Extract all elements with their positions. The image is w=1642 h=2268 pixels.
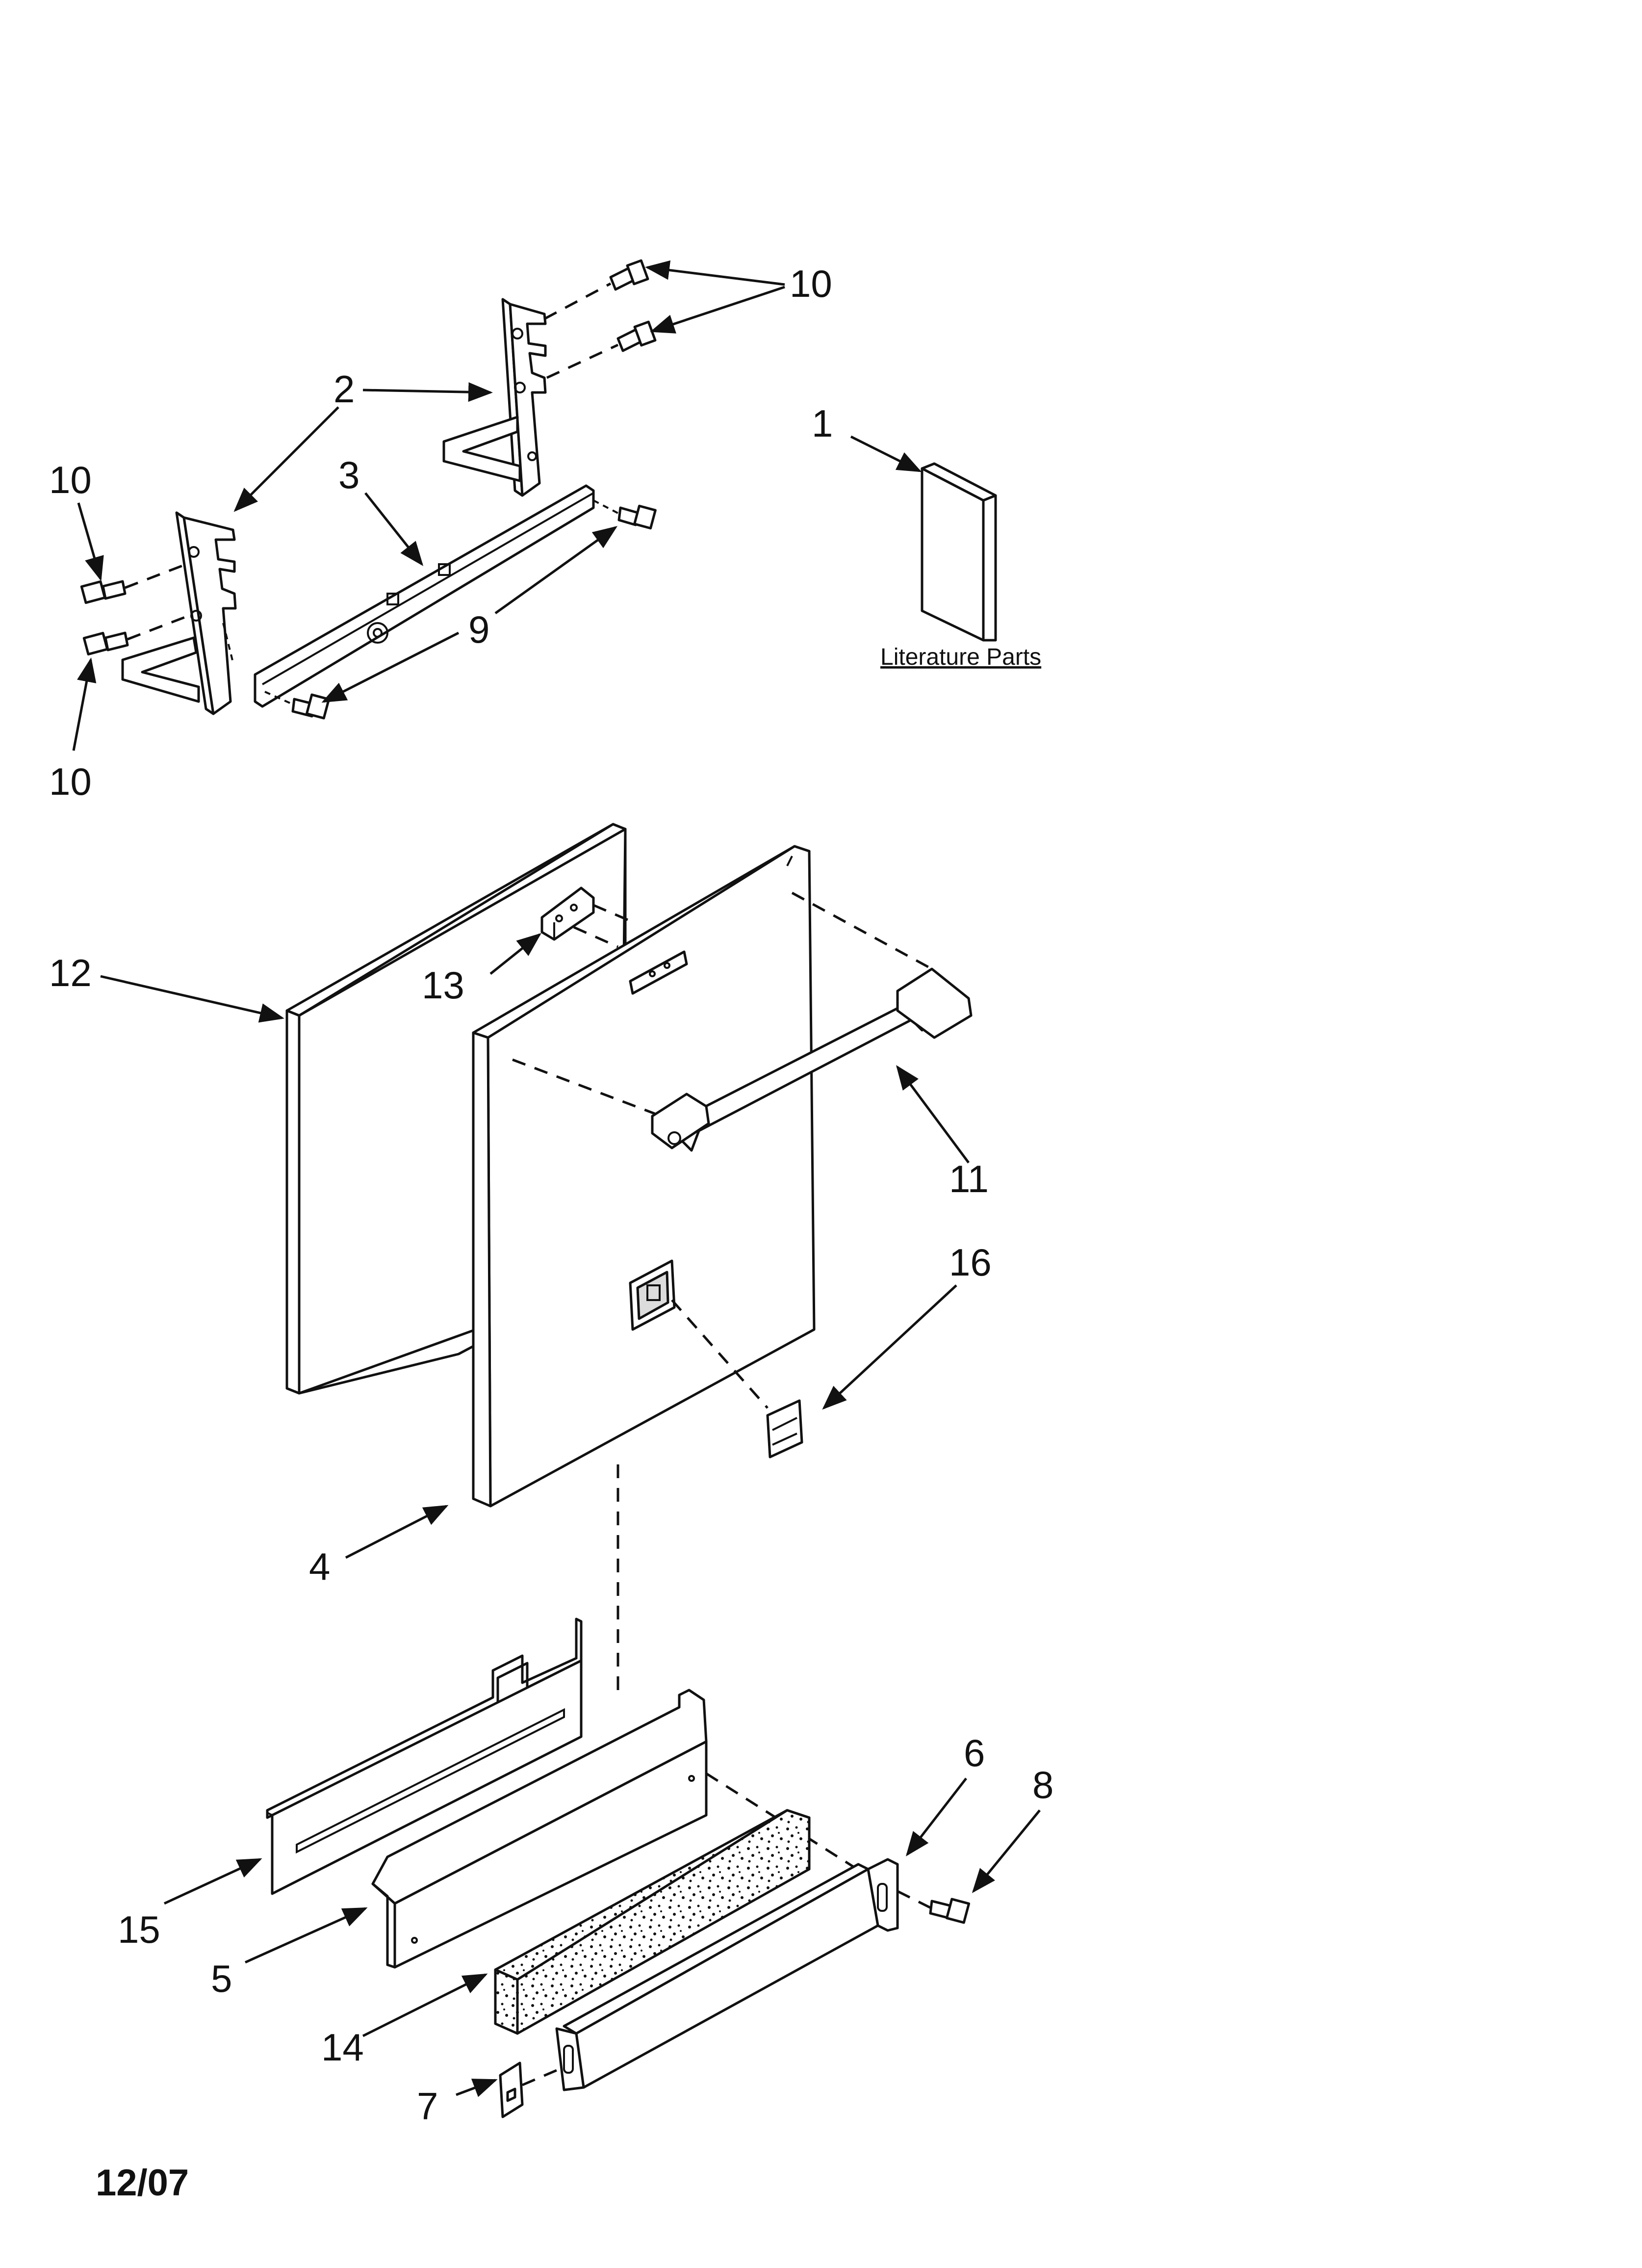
callout-15: 15 bbox=[118, 1908, 160, 1951]
callout-3: 3 bbox=[338, 453, 359, 496]
toe-kick-panel bbox=[555, 1858, 933, 2091]
leader-lines bbox=[72, 260, 1041, 2097]
callout-11: 11 bbox=[949, 1157, 989, 1200]
hinge-bracket-right bbox=[442, 298, 547, 497]
pro-badge bbox=[671, 1299, 803, 1459]
date-code: 12/07 bbox=[96, 2162, 189, 2204]
literature-caption: Literature Parts bbox=[880, 644, 1041, 670]
callout-13: 13 bbox=[422, 964, 464, 1007]
callout-16: 16 bbox=[949, 1241, 992, 1284]
toe-kick-clip bbox=[499, 2061, 557, 2118]
callout-4: 4 bbox=[309, 1545, 330, 1588]
foam-insulation bbox=[494, 1809, 811, 2035]
callout-12: 12 bbox=[49, 951, 92, 994]
callout-7: 7 bbox=[417, 2085, 438, 2128]
inner-panel bbox=[266, 1617, 583, 1895]
callout-9: 9 bbox=[468, 608, 489, 651]
screw-top-lower bbox=[546, 320, 657, 379]
callout-2: 2 bbox=[334, 367, 355, 411]
callout-10-left-lower: 10 bbox=[49, 760, 92, 803]
screw-left-upper bbox=[80, 563, 187, 604]
screw-top-upper bbox=[543, 259, 649, 320]
callout-5: 5 bbox=[211, 1957, 232, 2000]
hinge-bracket-left bbox=[121, 511, 237, 715]
callout-6: 6 bbox=[964, 1731, 985, 1774]
callout-10-left-upper: 10 bbox=[49, 458, 92, 501]
panel-clip bbox=[540, 886, 628, 948]
screw-nine-left bbox=[264, 691, 331, 720]
callout-8: 8 bbox=[1032, 1763, 1053, 1806]
screw-left-lower bbox=[82, 614, 189, 656]
screw-nine-right bbox=[593, 499, 657, 530]
door-handle bbox=[512, 891, 973, 1152]
callout-1: 1 bbox=[812, 402, 833, 445]
toe-kick-screw bbox=[929, 1898, 971, 1924]
mounting-bar bbox=[254, 484, 595, 708]
callout-14: 14 bbox=[321, 2026, 364, 2069]
toe-kick-bracket bbox=[371, 1689, 854, 1969]
callout-10-top: 10 bbox=[790, 262, 832, 305]
literature-booklet bbox=[921, 462, 997, 642]
outer-door bbox=[472, 845, 816, 1508]
